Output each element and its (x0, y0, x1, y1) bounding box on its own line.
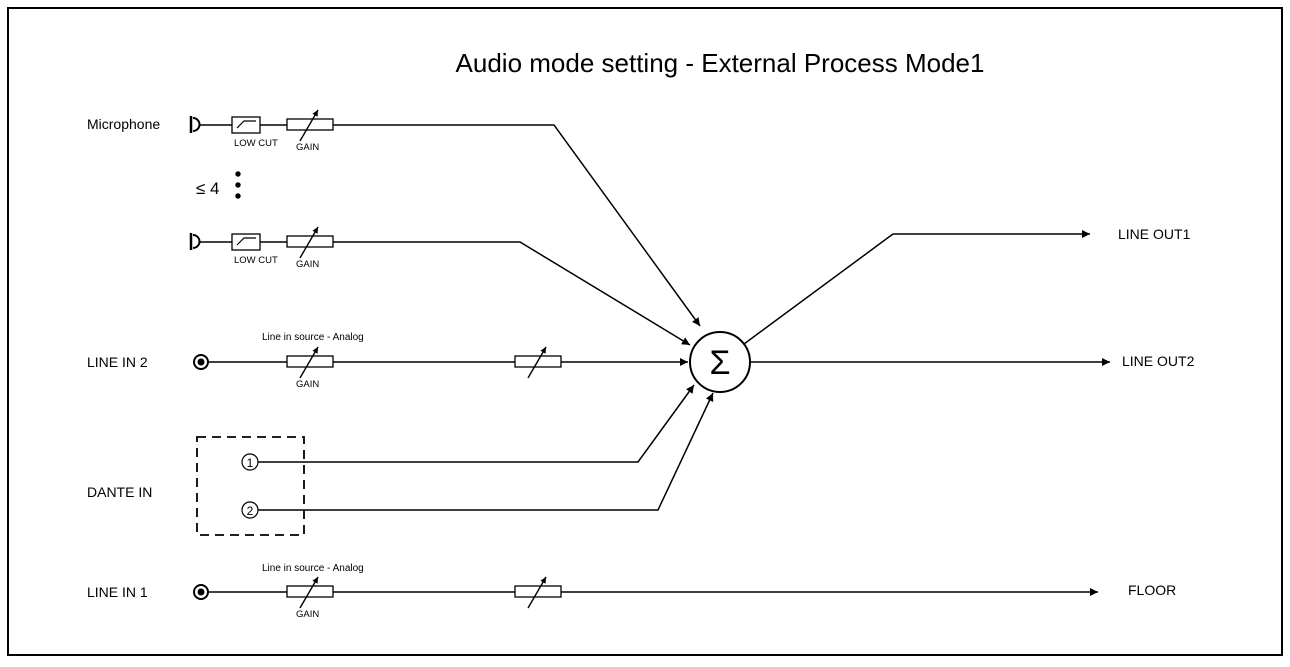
mic-count-indicator: ≤ 4 (196, 171, 241, 199)
diagram-title: Audio mode setting - External Process Mo… (456, 48, 985, 78)
line-in-2-label: LINE IN 2 (87, 354, 148, 370)
level-control-icon (514, 346, 562, 379)
microphone-icon (189, 116, 201, 133)
microphone-label: Microphone (87, 116, 160, 132)
sigma-symbol: Σ (709, 344, 730, 382)
gain-label: GAIN (296, 379, 319, 390)
dante-in-channel: DANTE IN 1 2 (87, 384, 714, 536)
summing-mixer: Σ (689, 331, 751, 393)
level-control-icon (514, 576, 562, 609)
border (7, 7, 1283, 656)
line-in-1-channel: LINE IN 1 Line in source - Analog GAIN F… (87, 563, 1176, 620)
gain-control-icon (286, 576, 334, 609)
low-cut-label: LOW CUT (234, 255, 278, 266)
dante-box (196, 436, 305, 536)
line-out-1-label: LINE OUT1 (1118, 226, 1191, 242)
line-out-2-path: LINE OUT2 (750, 353, 1195, 369)
line-out-2-label: LINE OUT2 (1122, 353, 1195, 369)
jack-icon (193, 584, 209, 600)
mic-channel-n: LOW CUT GAIN (189, 226, 691, 346)
microphone-icon (189, 233, 201, 250)
gain-control-icon (286, 226, 334, 259)
jack-icon (193, 354, 209, 370)
line-in-2-channel: LINE IN 2 Line in source - Analog GAIN (87, 332, 688, 390)
gain-control-icon (286, 346, 334, 379)
floor-label: FLOOR (1128, 582, 1176, 598)
dante-ch1-label: 1 (247, 456, 254, 470)
dante-in-label: DANTE IN (87, 484, 152, 500)
low-cut-filter-icon (231, 233, 261, 251)
line-source-label: Line in source - Analog (262, 563, 364, 574)
mic-channel-1: Microphone LOW CUT GAIN (87, 109, 701, 327)
gain-control-icon (286, 109, 334, 142)
low-cut-label: LOW CUT (234, 138, 278, 149)
dante-ch2-label: 2 (247, 504, 254, 518)
line-source-label: Line in source - Analog (262, 332, 364, 343)
gain-label: GAIN (296, 609, 319, 620)
gain-label: GAIN (296, 142, 319, 153)
low-cut-filter-icon (231, 116, 261, 134)
line-out-1-path: LINE OUT1 (743, 226, 1191, 345)
line-in-1-label: LINE IN 1 (87, 584, 148, 600)
mic-count-label: ≤ 4 (196, 179, 220, 198)
gain-label: GAIN (296, 259, 319, 270)
